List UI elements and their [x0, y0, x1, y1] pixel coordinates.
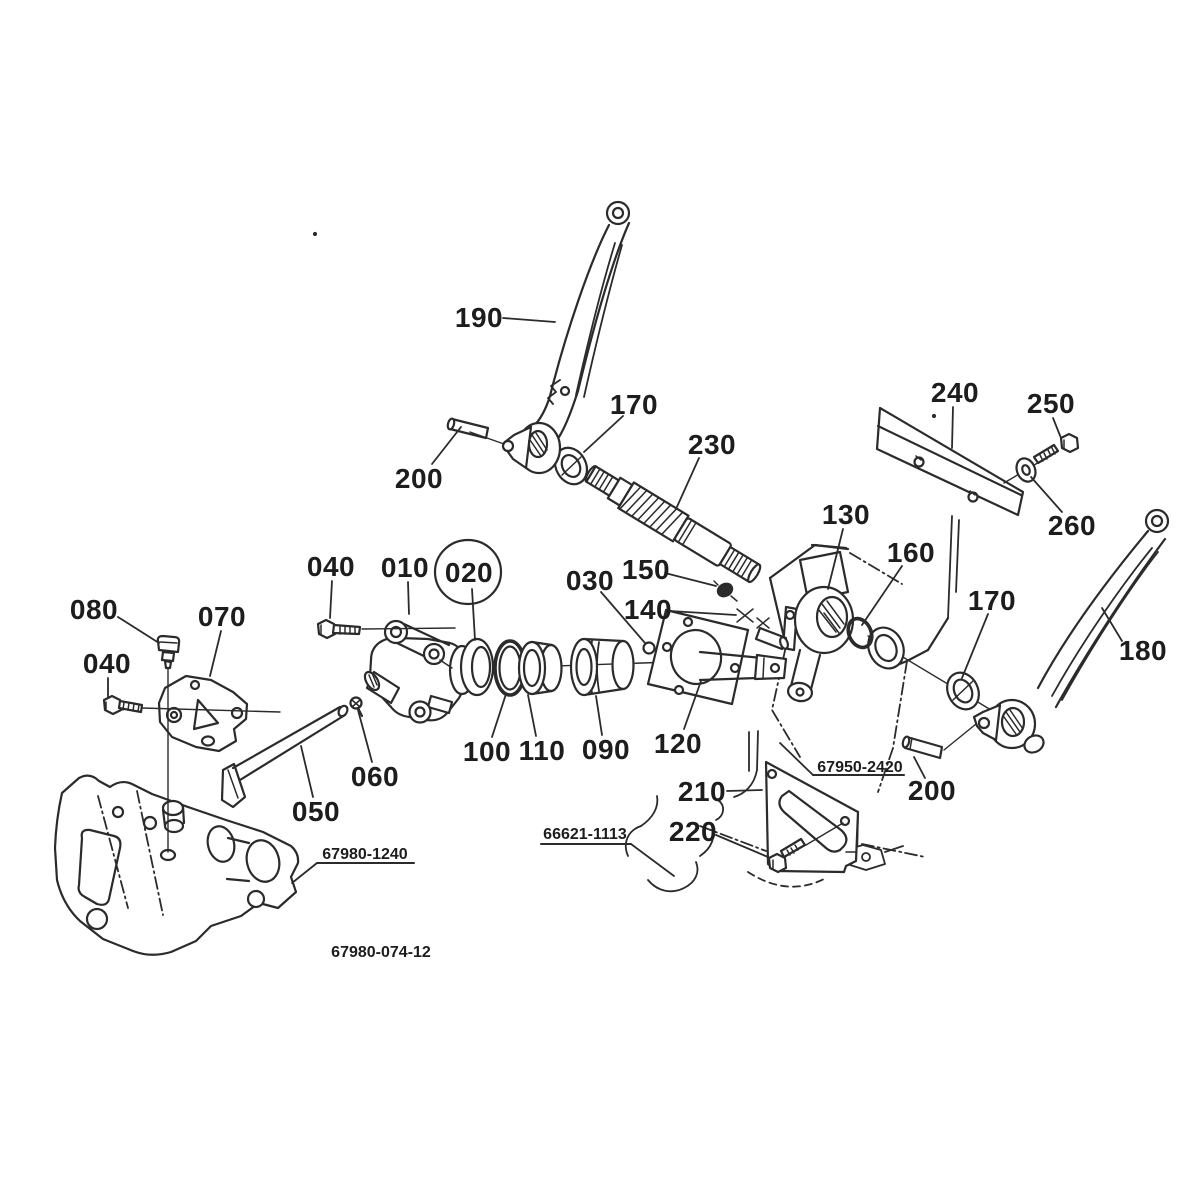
- highlight-circle-020: [433, 538, 503, 606]
- bolt-220-part: [767, 822, 844, 874]
- highlight-layer: [433, 538, 503, 606]
- part-label-210: 210: [678, 776, 726, 807]
- washer-260-part: [1015, 457, 1037, 483]
- plug-080-part: [156, 634, 181, 853]
- cup-090-part: [569, 637, 635, 697]
- part-label-260: 260: [1048, 510, 1096, 541]
- plate-240-part: [875, 406, 1025, 517]
- part-label-200-lower-right: 200: [908, 775, 956, 806]
- leader-line-200-lower-right: [913, 756, 926, 779]
- leader-line-080: [117, 616, 160, 644]
- seal-170-left-part: [553, 446, 589, 486]
- part-label-020: 020: [445, 557, 493, 588]
- part-label-200-upper-left: 200: [395, 463, 443, 494]
- leader-line-070: [209, 630, 222, 677]
- pin-200-right-part: [901, 723, 977, 760]
- part-label-100: 100: [463, 736, 511, 767]
- leader-line-100: [491, 693, 507, 738]
- labels-layer: 190 200 170 230 240 250 260 130 160 150 030 140 040 0…: [70, 302, 1167, 961]
- bolt-250-part: [1003, 432, 1080, 484]
- leader-line-240: [951, 406, 954, 449]
- leader-line-120: [683, 680, 702, 730]
- leader-line-250: [1052, 417, 1062, 439]
- part-label-220: 220: [669, 816, 717, 847]
- part-label-250: 250: [1027, 388, 1075, 419]
- leader-line-160: [861, 565, 903, 626]
- leader-line-200-upper-left: [431, 426, 462, 465]
- part-label-060: 060: [351, 761, 399, 792]
- leader-line-040-upper: [329, 580, 333, 619]
- spool-and-clevis-part: [698, 605, 799, 682]
- part-label-240: 240: [931, 377, 979, 408]
- ref-code-67980-074-12: 67980-074-12: [331, 944, 431, 961]
- oring-020-part: [459, 637, 495, 697]
- leader-line-170-upper: [583, 415, 624, 453]
- lever-190-part: [501, 200, 631, 475]
- leader-line-170-right: [961, 613, 989, 679]
- part-label-030: 030: [566, 565, 614, 596]
- leader-line-060: [357, 709, 373, 763]
- leader-line-230: [675, 457, 700, 510]
- pin-200-left-part: [446, 417, 505, 445]
- ref-code-66621-1113: 66621-1113: [543, 826, 627, 843]
- part-label-160: 160: [887, 537, 935, 568]
- leader-line-140: [669, 610, 737, 616]
- part-label-170-upper: 170: [610, 389, 658, 420]
- leader-line-260: [1030, 476, 1063, 513]
- part-label-170-right: 170: [968, 585, 1016, 616]
- leader-line-010: [407, 581, 410, 615]
- plate-120-part: [646, 608, 750, 706]
- transmission-case-outline: [768, 515, 960, 793]
- bolt-040-lower-part: [102, 694, 281, 716]
- leader-line-130: [827, 528, 844, 590]
- shaft-230-part: [584, 465, 762, 584]
- leader-line-020: [471, 588, 476, 641]
- bolt-040-upper-part: [316, 618, 456, 640]
- ball-030-part: [642, 641, 656, 655]
- seal-170-right-part: [946, 671, 980, 711]
- part-label-040-lower: 040: [83, 648, 131, 679]
- cover-plate-210-part: [764, 760, 860, 874]
- screw-060-part: [349, 696, 364, 718]
- part-label-130: 130: [822, 499, 870, 530]
- leader-line-050: [300, 745, 314, 798]
- valve-body-010-part: [363, 619, 476, 724]
- oring-160-part: [846, 616, 874, 650]
- hydraulic-case-67980-1240: [53, 774, 300, 956]
- leader-line-150: [664, 572, 717, 587]
- ref-code-67980-1240: 67980-1240: [322, 846, 408, 863]
- part-label-110: 110: [519, 735, 566, 766]
- part-label-150: 150: [622, 554, 670, 585]
- part-label-010: 010: [381, 552, 429, 583]
- part-label-140: 140: [624, 594, 672, 625]
- paper-specks: [312, 231, 937, 419]
- leader-line-210: [726, 789, 763, 792]
- ref-code-leader-66621-1113: [630, 843, 675, 877]
- part-label-120: 120: [654, 728, 702, 759]
- part-label-190: 190: [455, 302, 503, 333]
- lever-180-part: [972, 508, 1170, 754]
- bracket-070-part: [157, 674, 249, 753]
- leader-line-190: [502, 317, 556, 323]
- part-label-180: 180: [1119, 635, 1167, 666]
- leader-line-110: [527, 694, 537, 737]
- leader-line-090: [595, 695, 603, 736]
- part-label-040-upper: 040: [307, 551, 355, 582]
- ref-code-leader-67950-2420: [779, 742, 814, 776]
- arm-130-part: [786, 543, 855, 703]
- part-label-090: 090: [582, 734, 630, 765]
- rod-050-part: [220, 704, 349, 809]
- leader-line-030: [600, 591, 646, 644]
- part-label-230: 230: [688, 429, 736, 460]
- part-label-080: 080: [70, 594, 118, 625]
- leader-line-220: [715, 834, 769, 858]
- collar-110-part: [517, 640, 563, 696]
- part-label-070: 070: [198, 601, 246, 632]
- part-label-050: 050: [292, 796, 340, 827]
- detent-150-part: [713, 580, 738, 602]
- ref-code-67950-2420: 67950-2420: [817, 759, 903, 776]
- ref-code-leader-67980-1240: [291, 862, 318, 884]
- leader-line-180: [1101, 607, 1123, 642]
